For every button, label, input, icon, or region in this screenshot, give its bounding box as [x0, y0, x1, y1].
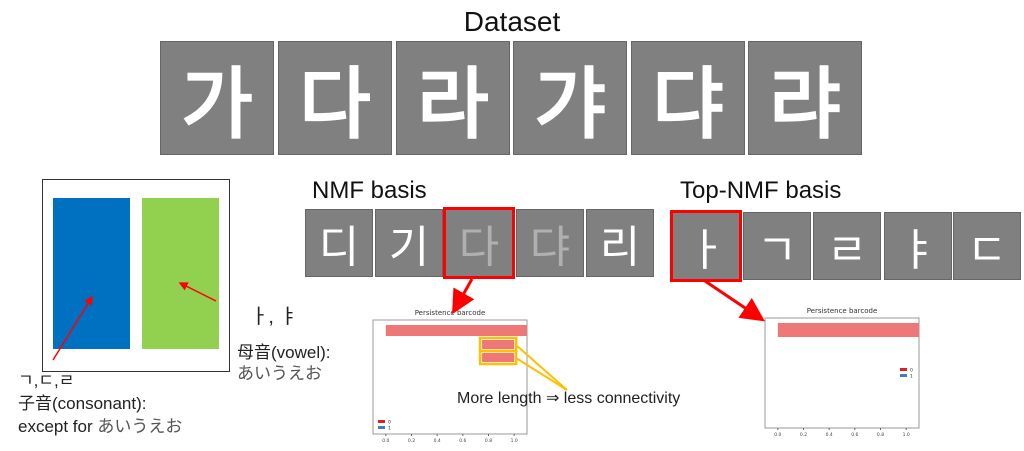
- nmf-title: NMF basis: [312, 177, 427, 204]
- nmf-basis-image: 리: [586, 209, 654, 277]
- dataset-image: 갸: [513, 41, 627, 155]
- consonant-exception: except for あいうえお: [18, 417, 183, 436]
- annotation-text: More length ⇒ less connectivity: [457, 390, 681, 407]
- barcode-bar: [482, 340, 515, 349]
- callout-line: [515, 357, 568, 391]
- x-tick-label: 0.8: [877, 432, 884, 438]
- legend-label: 0: [388, 420, 391, 426]
- nmf-basis-image-highlighted: 다: [443, 207, 515, 279]
- barcode-bar: [482, 353, 515, 362]
- dataset-title: Dataset: [463, 6, 561, 37]
- vowel-glyphs: ㅏ, ㅑ: [250, 306, 298, 328]
- legend-label: 0: [910, 368, 913, 374]
- topnmf-title: Top-NMF basis: [680, 177, 842, 204]
- nmf-basis-image: 디: [305, 209, 373, 277]
- barcode-bar: [777, 323, 919, 337]
- barcode-title: Persistence barcode: [806, 307, 878, 315]
- consonant-glyphs: ㄱ,ㄷ,ㄹ: [18, 371, 75, 390]
- barcode-chart-nmf: 0.0 0.2 0.4 0.6 0.8 1.0 01: [372, 319, 528, 444]
- dataset-image: 라: [396, 41, 510, 155]
- x-tick-label: 0.6: [851, 432, 858, 438]
- topnmf-basis-image: ㄷ: [953, 212, 1021, 280]
- x-tick-label: 0.2: [800, 432, 807, 438]
- dataset-image: 댜: [631, 41, 745, 155]
- x-tick-label: 0.0: [774, 432, 781, 438]
- topnmf-basis-image-highlighted: ㅏ: [670, 210, 742, 282]
- vowel-jp: あいうえお: [237, 364, 322, 383]
- vowel-label: 母音(vowel):: [237, 343, 331, 362]
- legend-swatch: [378, 420, 385, 423]
- x-tick-label: 0.4: [826, 432, 833, 438]
- topnmf-basis-image: ㄱ: [743, 212, 811, 280]
- x-tick-label: 0.4: [434, 438, 441, 444]
- x-tick-label: 0.0: [382, 438, 389, 444]
- basis-diagram-box: [42, 179, 230, 372]
- topnmf-basis-image: ㄹ: [813, 212, 881, 280]
- legend-swatch: [378, 426, 385, 429]
- legend-swatch: [900, 368, 907, 371]
- x-tick-label: 1.0: [511, 438, 518, 444]
- legend-label: 1: [910, 374, 913, 380]
- nmf-basis-image: 기: [375, 209, 443, 277]
- arrow-to-barcode: [452, 278, 475, 315]
- dataset-image: 다: [278, 41, 392, 155]
- vowel-block: [142, 198, 219, 349]
- topnmf-basis-image: ㅑ: [884, 212, 952, 280]
- barcode-bar: [385, 325, 527, 336]
- dataset-image: 가: [160, 41, 274, 155]
- consonant-block: [53, 198, 130, 349]
- x-tick-label: 0.8: [485, 438, 492, 444]
- x-tick-label: 0.6: [459, 438, 466, 444]
- highlight-box: [478, 349, 518, 366]
- consonant-label: 子音(consonant):: [18, 394, 147, 413]
- callout-line: [515, 344, 568, 391]
- arrow-consonant: [52, 295, 93, 361]
- x-tick-label: 1.0: [903, 432, 910, 438]
- x-tick-label: 0.2: [408, 438, 415, 444]
- nmf-basis-image: 댜: [516, 209, 584, 277]
- barcode-title: Persistence barcode: [414, 309, 486, 317]
- dataset-image: 랴: [748, 41, 862, 155]
- barcode-chart-topnmf: 0.0 0.2 0.4 0.6 0.8 1.0 01: [764, 317, 920, 438]
- legend-label: 1: [388, 426, 391, 432]
- legend-swatch: [900, 374, 907, 377]
- arrow-vowel: [178, 282, 217, 302]
- arrow-to-barcode: [704, 279, 765, 322]
